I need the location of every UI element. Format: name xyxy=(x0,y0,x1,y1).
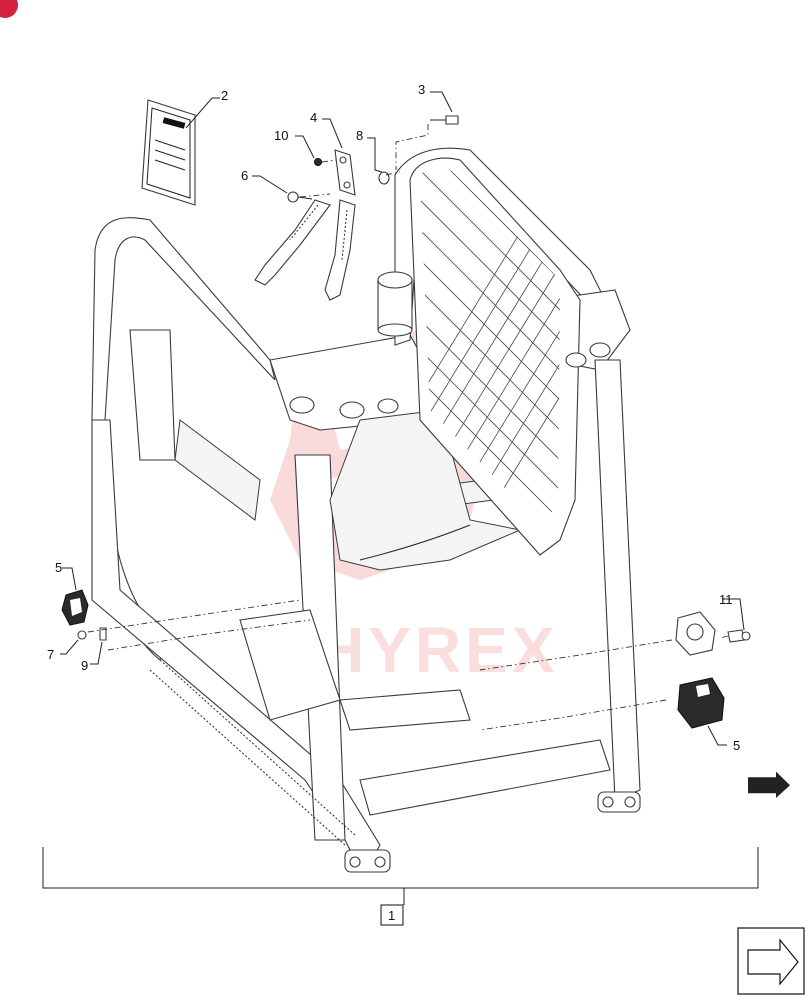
callout-6: 6 xyxy=(241,168,248,183)
corner-logo-badge xyxy=(0,0,18,18)
part-4-seatbelt-bracket xyxy=(334,149,356,196)
callout-7: 7 xyxy=(47,647,54,662)
cab-frame xyxy=(91,147,641,873)
callout-8: 8 xyxy=(356,128,363,143)
callout-1-box xyxy=(380,904,404,926)
part-5-left-handle xyxy=(61,589,89,626)
callout-11: 11 xyxy=(719,592,733,607)
callout-3: 3 xyxy=(418,82,425,97)
part-7-nut xyxy=(77,630,87,640)
part-9-screw xyxy=(99,627,107,641)
part-6-bolt xyxy=(287,191,313,203)
front-console-lights xyxy=(289,342,611,419)
callout-2: 2 xyxy=(221,88,228,103)
next-page-arrow-icon[interactable] xyxy=(737,771,805,995)
part-2-manual-decal xyxy=(141,99,196,206)
callout-10: 10 xyxy=(274,128,288,143)
front-left-foot xyxy=(344,849,391,873)
part-5-right-handle xyxy=(677,677,725,729)
part-5-right-handle-bracket xyxy=(675,611,716,656)
callout-4: 4 xyxy=(310,110,317,125)
callout-leaders xyxy=(60,91,745,746)
part-8-washer xyxy=(378,171,390,185)
part-3-screw xyxy=(430,115,459,125)
seatbelt-straps xyxy=(254,199,356,301)
callout-1: 1 xyxy=(388,908,395,923)
callout-5-right: 5 xyxy=(733,738,740,753)
callout-9: 9 xyxy=(81,658,88,673)
assembly-bracket xyxy=(42,847,759,926)
watermark-text: HYREX xyxy=(318,614,559,686)
assembly-centerlines xyxy=(87,124,729,731)
part-11-bolt xyxy=(727,629,751,643)
callout-5-left: 5 xyxy=(55,560,62,575)
rear-right-foot xyxy=(597,791,641,813)
cab-canister xyxy=(377,271,413,337)
part-10-nut xyxy=(314,158,322,166)
